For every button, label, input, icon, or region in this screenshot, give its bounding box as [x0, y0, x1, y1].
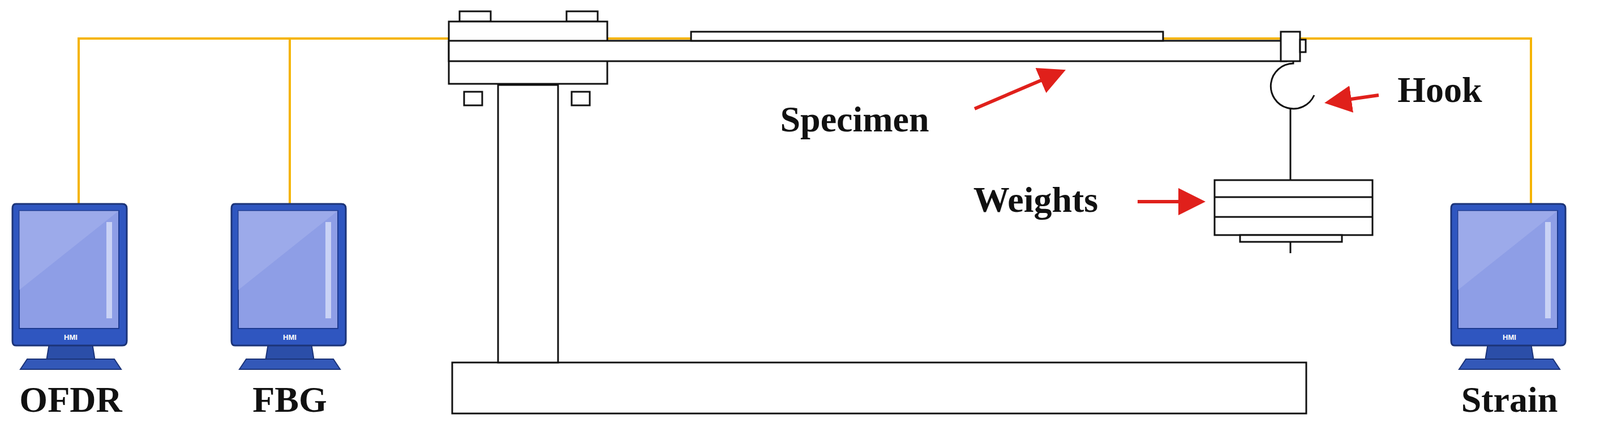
monitor: HMIStrain — [1448, 199, 1571, 373]
bolt — [459, 11, 491, 22]
support-column — [498, 84, 559, 363]
weights — [1214, 179, 1373, 235]
leader-arrow — [1331, 95, 1379, 102]
weight-plate — [1240, 234, 1342, 242]
part-label: Specimen — [779, 101, 929, 138]
bolt — [571, 91, 590, 106]
bolt — [566, 11, 598, 22]
hook — [1270, 61, 1315, 109]
base-plate — [452, 362, 1307, 414]
instrument-label: FBG — [252, 381, 328, 418]
hook-bracket — [1280, 31, 1301, 62]
instrument-label: Strain — [1461, 381, 1559, 418]
monitor-icon — [10, 199, 132, 373]
monitor-brand: HMI — [282, 333, 297, 341]
monitor-brand: HMI — [1502, 333, 1517, 341]
monitor-icon — [1448, 199, 1571, 373]
bolt — [464, 91, 483, 106]
monitor-icon — [229, 199, 351, 373]
hanger-rod — [1289, 241, 1292, 253]
part-label: Weights — [973, 181, 1098, 218]
part-label: Hook — [1397, 71, 1482, 109]
monitor-brand: HMI — [63, 333, 78, 341]
signal-wire — [78, 38, 1531, 226]
hanger-rod — [1289, 107, 1292, 180]
monitor: HMIFBG — [229, 199, 351, 373]
leader-arrow — [974, 72, 1060, 109]
monitor: HMIOFDR — [10, 199, 132, 373]
leader-arrow — [1137, 199, 1199, 204]
specimen-beam — [448, 40, 1287, 62]
sensor-strip — [691, 31, 1164, 41]
hook-bracket — [1300, 39, 1306, 53]
instrument-label: OFDR — [19, 381, 122, 418]
